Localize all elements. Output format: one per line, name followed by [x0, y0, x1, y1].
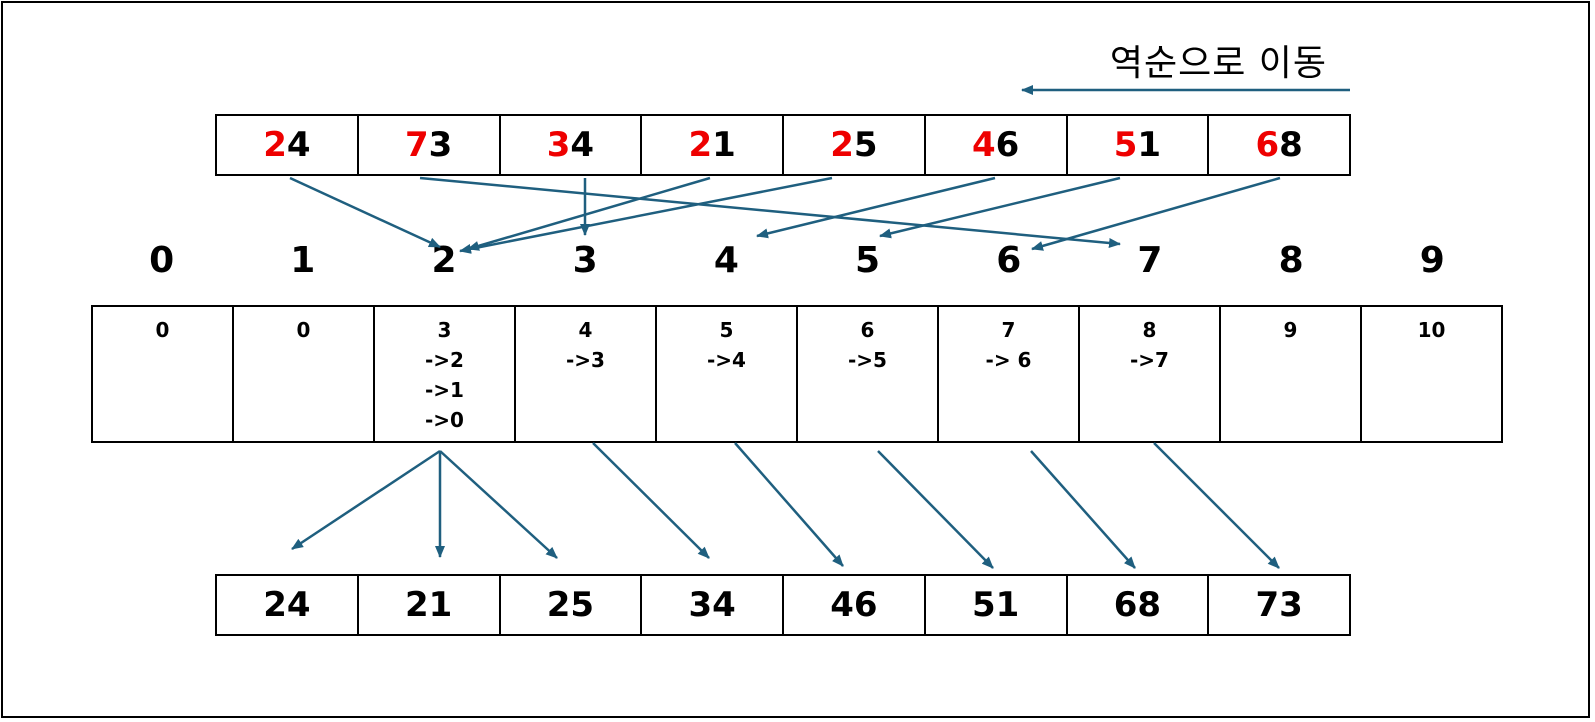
bucket-index: 7 — [1137, 240, 1163, 281]
bucket-index: 6 — [996, 240, 1022, 281]
input-digit: 3 — [428, 125, 453, 165]
input-digit: 6 — [995, 125, 1020, 165]
count-cell: 9 — [1221, 307, 1362, 441]
input-digit: 4 — [286, 125, 311, 165]
count-decrement: ->7 — [1130, 348, 1169, 372]
input-digit-highlight: 6 — [1255, 125, 1280, 165]
count-cell: 8 ->7 — [1080, 307, 1221, 441]
input-digit-highlight: 2 — [263, 125, 287, 165]
count-decrement: ->2 — [425, 348, 464, 372]
count-value: 3 — [437, 318, 452, 342]
bucket-index: 8 — [1278, 240, 1304, 281]
count-cell: 0 — [234, 307, 375, 441]
output-cell: 51 — [926, 576, 1068, 634]
input-digit-highlight: 5 — [1113, 125, 1138, 165]
count-value: 0 — [155, 318, 170, 342]
bucket-index-labels: 0 1 2 3 4 5 6 7 8 9 — [91, 240, 1503, 290]
output-cell: 25 — [501, 576, 643, 634]
count-value: 10 — [1417, 318, 1446, 342]
count-cell: 7 -> 6 — [939, 307, 1080, 441]
output-cell: 24 — [217, 576, 359, 634]
count-cell: 10 — [1362, 307, 1503, 441]
count-cell: 5 ->4 — [657, 307, 798, 441]
count-value: 0 — [296, 318, 311, 342]
count-cell: 4 ->3 — [516, 307, 657, 441]
caption-reverse-order: 역순으로 이동 — [1109, 43, 1327, 84]
count-decrement: -> 6 — [985, 348, 1032, 372]
count-cell: 6 ->5 — [798, 307, 939, 441]
output-array: 24 21 25 34 46 51 68 73 — [215, 574, 1351, 636]
input-digit-highlight: 2 — [830, 125, 854, 165]
count-value: 9 — [1283, 318, 1298, 342]
input-digit-highlight: 7 — [404, 125, 429, 165]
count-value: 6 — [860, 318, 875, 342]
count-value: 4 — [578, 318, 593, 342]
input-digit: 1 — [1137, 125, 1162, 165]
count-cell: 3 ->2 ->1 ->0 — [375, 307, 516, 441]
bucket-index: 1 — [290, 240, 316, 281]
input-digit: 8 — [1279, 125, 1303, 165]
input-digit-highlight: 3 — [546, 125, 571, 165]
output-cell: 46 — [784, 576, 926, 634]
output-cell: 73 — [1209, 576, 1351, 634]
input-digit-highlight: 2 — [688, 125, 713, 165]
count-decrement: ->3 — [566, 348, 605, 372]
output-cell: 21 — [359, 576, 501, 634]
bucket-index: 3 — [572, 240, 598, 281]
bucket-index: 5 — [855, 240, 881, 281]
count-value: 8 — [1142, 318, 1157, 342]
output-cell: 34 — [642, 576, 784, 634]
count-decrement: ->1 — [425, 378, 464, 402]
count-cell: 0 — [93, 307, 234, 441]
input-digit-highlight: 4 — [971, 125, 996, 165]
count-value: 5 — [719, 318, 734, 342]
output-cell: 68 — [1068, 576, 1210, 634]
input-digit: 5 — [853, 125, 878, 165]
bucket-index: 2 — [431, 240, 457, 281]
bucket-index: 0 — [149, 240, 175, 281]
input-digit: 1 — [712, 125, 736, 165]
count-array: 0 0 3 ->2 ->1 ->0 4 ->3 5 ->4 6 ->5 7 ->… — [91, 305, 1503, 443]
bucket-index: 4 — [713, 240, 739, 281]
bucket-index: 9 — [1419, 240, 1445, 281]
count-decrement: ->0 — [425, 408, 464, 432]
count-decrement: ->5 — [848, 348, 887, 372]
count-value: 7 — [1001, 318, 1016, 342]
count-decrement: ->4 — [707, 348, 746, 372]
input-digit: 4 — [570, 125, 595, 165]
